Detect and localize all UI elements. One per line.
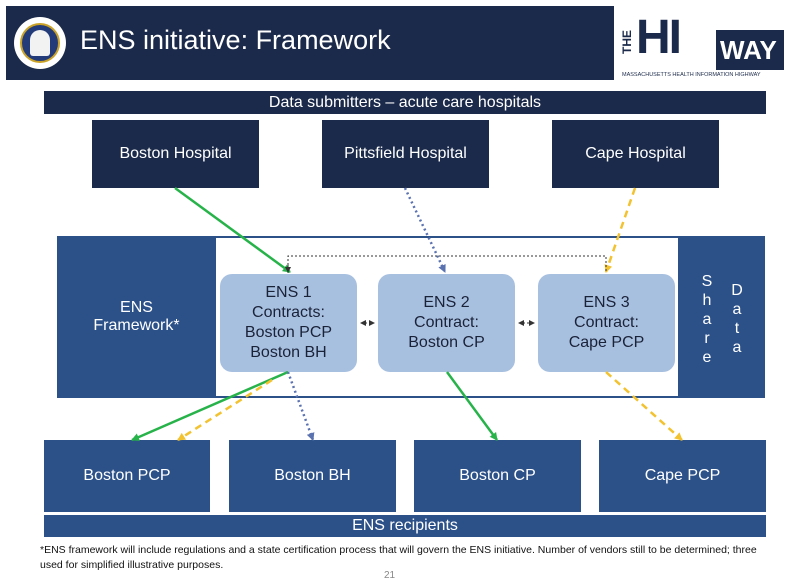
data-letter: a — [732, 301, 742, 318]
ens-line: Contract: — [414, 314, 479, 331]
data-letter: a — [732, 339, 742, 356]
logo-way: WAY — [716, 30, 784, 70]
ens-line: ENS 1 — [265, 284, 312, 301]
ens-line: ENS 2 — [423, 294, 470, 311]
recipient-box-cape-pcp: Cape PCP — [599, 440, 766, 512]
page-title: ENS initiative: Framework — [80, 25, 391, 55]
recipient-box-boston-bh: Boston BH — [229, 440, 396, 512]
ens-line: Cape PCP — [568, 334, 645, 351]
recipient-box-boston-pcp: Boston PCP — [44, 440, 210, 512]
ens-line: Contracts: — [252, 304, 325, 321]
arrow-ens1-to-boston-pcp-gold — [177, 378, 273, 442]
recipients-band: ENS recipients — [44, 515, 766, 537]
ens-box-3: ENS 3 Contract: Cape PCP — [538, 274, 675, 372]
ens-line: Contract: — [574, 314, 639, 331]
ens-box-2: ENS 2 Contract: Boston CP — [378, 274, 515, 372]
framework-label: ENS Framework* — [57, 236, 216, 398]
arrow-ens3-to-cape-pcp — [605, 371, 683, 441]
ens-line: Boston CP — [408, 334, 485, 351]
arrow-cape-hospital-to-ens3 — [604, 187, 637, 273]
framework-label-line-1: ENS — [120, 299, 153, 316]
hospital-box-cape: Cape Hospital — [552, 120, 719, 188]
state-seal-ring — [20, 23, 60, 63]
arrow-ens2-to-boston-cp — [445, 371, 499, 441]
state-seal-shield — [30, 30, 50, 56]
logo-hi: HI — [636, 11, 682, 64]
arrow-ens1-to-boston-pcp-green — [131, 370, 289, 442]
hospital-box-boston: Boston Hospital — [92, 120, 259, 188]
ens-line: ENS 3 — [583, 294, 630, 311]
ens-line: Boston PCP — [244, 324, 333, 341]
share-letter: S — [701, 273, 713, 290]
share-letter: a — [702, 311, 712, 328]
arrow-ens1-to-boston-bh — [286, 371, 315, 441]
footnote: *ENS framework will include regulations … — [40, 544, 757, 571]
arrow-boston-hospital-to-ens1 — [174, 186, 291, 274]
share-letter: h — [702, 292, 712, 309]
share-label: S h a r e — [700, 272, 714, 367]
share-data-connector — [287, 255, 607, 273]
submitters-band: Data submitters – acute care hospitals — [44, 91, 766, 114]
share-letter: e — [702, 349, 712, 366]
share-letter: r — [704, 330, 710, 347]
ens-box-1: ENS 1 Contracts: Boston PCP Boston BH — [220, 274, 357, 372]
hospital-box-pittsfield: Pittsfield Hospital — [322, 120, 489, 188]
ens-line: Boston BH — [250, 344, 327, 361]
page-number: 21 — [384, 570, 396, 581]
arrow-pittsfield-to-ens2 — [403, 187, 447, 273]
data-label: D a t a — [730, 281, 744, 357]
title-bar — [6, 6, 614, 80]
framework-label-line-2: Framework* — [93, 317, 180, 334]
logo-subtitle: MASSACHUSETTS HEALTH INFORMATION HIGHWAY — [622, 72, 761, 78]
data-letter: D — [731, 282, 743, 299]
data-letter: t — [734, 320, 740, 337]
recipient-box-boston-cp: Boston CP — [414, 440, 581, 512]
